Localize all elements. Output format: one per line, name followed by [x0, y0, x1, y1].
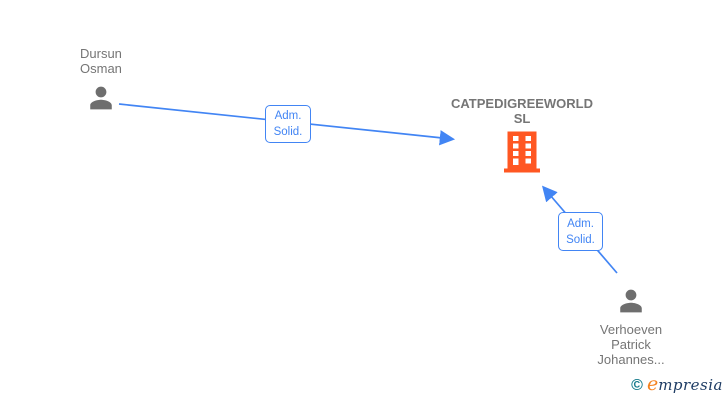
brand-initial: e	[646, 373, 659, 395]
empresia-logo[interactable]: © empresia	[631, 373, 723, 395]
node-label-person2: Verhoeven Patrick Johannes...	[561, 322, 701, 367]
brand-rest: mpresia	[658, 376, 723, 394]
edge1-relation-line1: Adm.	[274, 110, 302, 122]
edge1-relation-line2: Solid.	[273, 126, 303, 138]
edge2-relation-line2: Solid.	[566, 233, 595, 246]
person2-name-line3: Johannes...	[597, 352, 665, 367]
person-icon[interactable]	[614, 284, 648, 318]
company-name-line1: CATPEDIGREEWORLD	[450, 96, 594, 111]
node-label-company: CATPEDIGREEWORLD SL	[431, 96, 613, 126]
copyright-icon: ©	[631, 377, 643, 394]
edge1-relation-label[interactable]: Adm. Solid.	[265, 105, 311, 143]
node-label-person1: Dursun Osman	[80, 46, 122, 76]
brand-wordmark: empresia	[647, 373, 723, 395]
person-icon[interactable]	[84, 81, 118, 115]
company-name-line2: SL	[513, 111, 531, 126]
person1-name-line2: Osman	[80, 61, 122, 76]
person2-name-line2: Patrick	[611, 337, 651, 352]
company-building-icon[interactable]	[504, 131, 540, 173]
edge2-relation-line1: Adm.	[567, 217, 594, 230]
person1-name-line1: Dursun	[80, 46, 122, 61]
edge2-relation-label[interactable]: Adm. Solid.	[558, 212, 603, 251]
person2-name-line1: Verhoeven	[599, 322, 663, 337]
